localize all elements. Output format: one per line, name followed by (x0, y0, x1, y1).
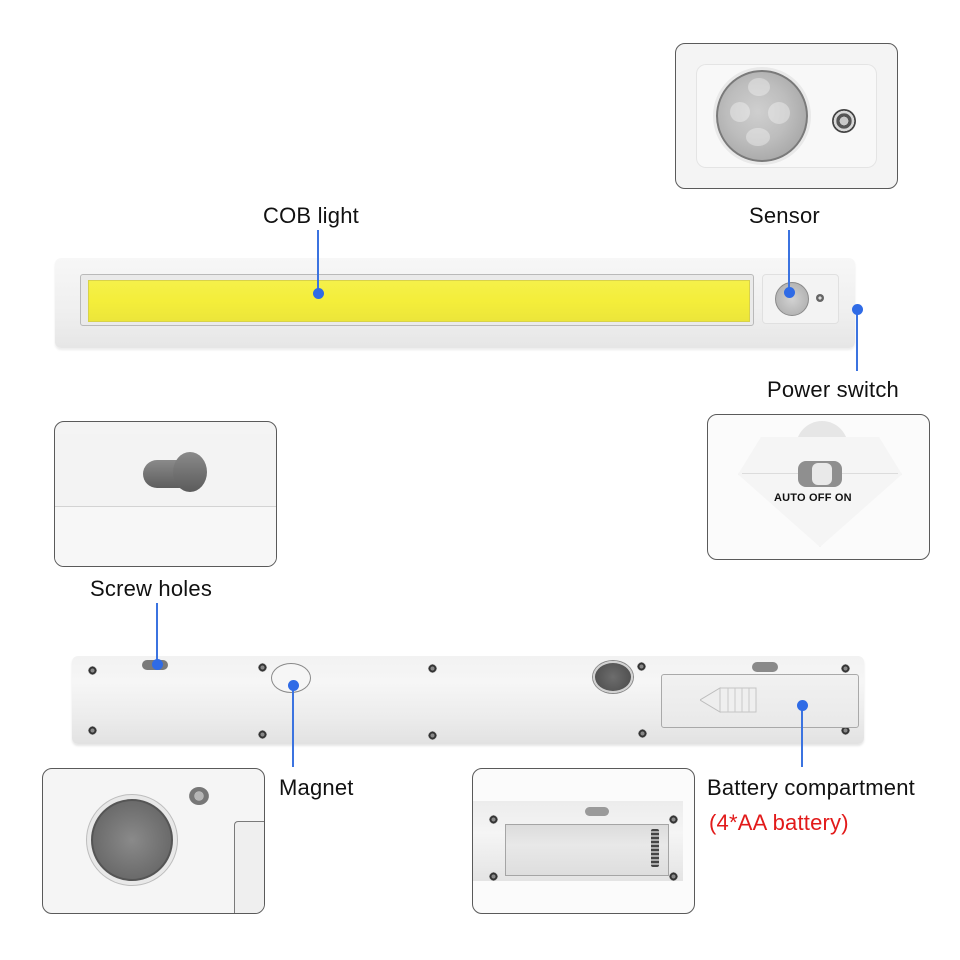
cob-callout-dot (313, 288, 324, 299)
screw-icon (258, 730, 267, 739)
screw-icon (428, 731, 437, 740)
switch-positions-text: AUTO OFF ON (774, 492, 852, 504)
battery-callout-line (801, 705, 803, 767)
screw-icon (638, 729, 647, 738)
pir-sensor-dome-icon (716, 70, 808, 162)
battery-closeup-inset (472, 768, 695, 914)
power-switch-callout-line (856, 309, 858, 371)
magnet-closeup-icon (91, 799, 173, 881)
bar-light-sensor-icon (816, 294, 824, 302)
power-switch-callout-dot (852, 304, 863, 315)
magnet-callout-dot (288, 680, 299, 691)
screw-icon (841, 664, 850, 673)
screw-icon (428, 664, 437, 673)
power-switch-label: Power switch (767, 377, 899, 402)
screw-icon (489, 815, 498, 824)
screw-icon (489, 872, 498, 881)
sensor-closeup-inset (675, 43, 898, 189)
cob-light-label: COB light (263, 203, 359, 228)
battery-cover-grip-icon (700, 687, 757, 713)
battery-cover (661, 674, 859, 728)
screw-holes-callout-dot (152, 659, 163, 670)
battery-spring-icon (651, 829, 659, 867)
battery-spec-label: (4*AA battery) (709, 810, 849, 835)
slide-switch-knob (812, 463, 832, 485)
screw-holes-label: Screw holes (90, 576, 213, 601)
cob-led-strip (88, 280, 750, 322)
sensor-callout-dot (784, 287, 795, 298)
battery-cover-edge (234, 821, 264, 913)
battery-well (505, 824, 669, 876)
switch-closeup-inset: AUTO OFF ON (707, 414, 930, 560)
screw-hole-icon (585, 807, 609, 816)
screw-icon (88, 666, 97, 675)
sensor-callout-line (788, 230, 790, 292)
battery-compartment-label: Battery compartment (707, 775, 915, 800)
magnet-dark-icon (593, 661, 633, 693)
cob-callout-line (317, 230, 319, 292)
screw-closeup-icon (189, 787, 209, 805)
magnet-closeup-inset (42, 768, 265, 914)
screw-hole-right-icon (752, 662, 778, 672)
screw-icon (637, 662, 646, 671)
battery-callout-dot (797, 700, 808, 711)
magnet-label: Magnet (279, 775, 354, 800)
keyhole-round-icon (173, 452, 207, 492)
screw-icon (669, 815, 678, 824)
sensor-label: Sensor (749, 203, 820, 228)
magnet-callout-line (292, 685, 294, 767)
light-sensor-icon (832, 109, 856, 133)
screw-icon (258, 663, 267, 672)
screw-holes-callout-line (156, 603, 158, 663)
screw-icon (669, 872, 678, 881)
screw-hole-closeup-inset (54, 421, 277, 567)
screw-icon (841, 726, 850, 735)
screw-icon (88, 726, 97, 735)
